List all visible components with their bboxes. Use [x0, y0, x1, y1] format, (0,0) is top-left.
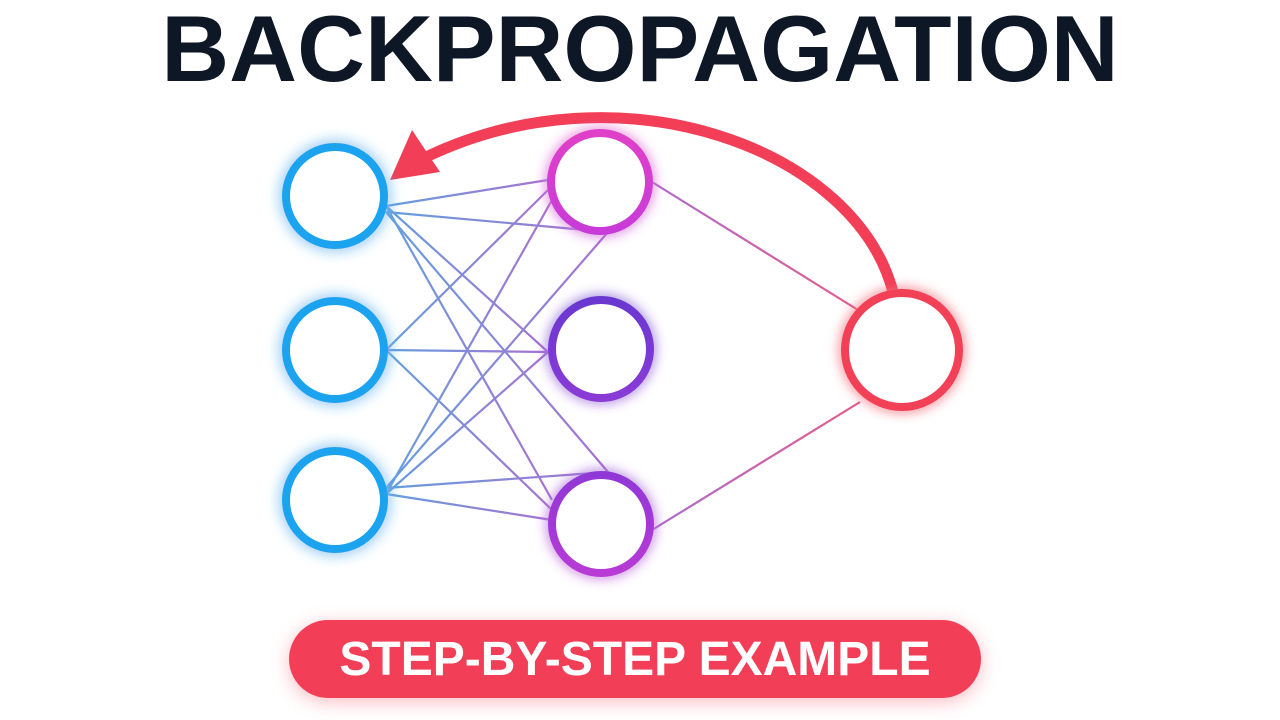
- input-node-3: [282, 447, 388, 553]
- page-title: BACKPROPAGATION: [161, 0, 1119, 101]
- input-layer: [282, 143, 388, 553]
- hidden-node-1: [547, 129, 653, 235]
- backprop-arrow-curve: [414, 112, 900, 302]
- edge: [385, 199, 553, 495]
- step-by-step-label: STEP-BY-STEP EXAMPLE: [339, 632, 931, 686]
- backprop-arrow: [390, 112, 900, 302]
- hidden-node-2: [548, 296, 654, 402]
- edge: [385, 349, 553, 511]
- edge: [385, 178, 549, 208]
- edge: [385, 210, 609, 234]
- edge: [385, 189, 549, 351]
- edge: [651, 181, 859, 311]
- output-layer: [841, 289, 963, 411]
- hidden-node-3: [548, 471, 654, 577]
- step-by-step-badge: STEP-BY-STEP EXAMPLE: [289, 620, 981, 698]
- edge: [385, 205, 549, 353]
- input-node-2: [282, 297, 388, 403]
- edges-input-hidden: [385, 178, 609, 522]
- edge: [385, 211, 609, 473]
- edges-hidden-output: [651, 181, 861, 531]
- input-node-1: [282, 143, 388, 249]
- output-node: [841, 289, 963, 411]
- edge: [385, 470, 609, 490]
- edge: [385, 351, 549, 495]
- hidden-layer: [547, 129, 654, 577]
- edge: [651, 401, 861, 531]
- edge: [385, 231, 609, 489]
- edge: [385, 492, 553, 522]
- backprop-arrowhead: [390, 130, 440, 180]
- edge: [385, 205, 553, 501]
